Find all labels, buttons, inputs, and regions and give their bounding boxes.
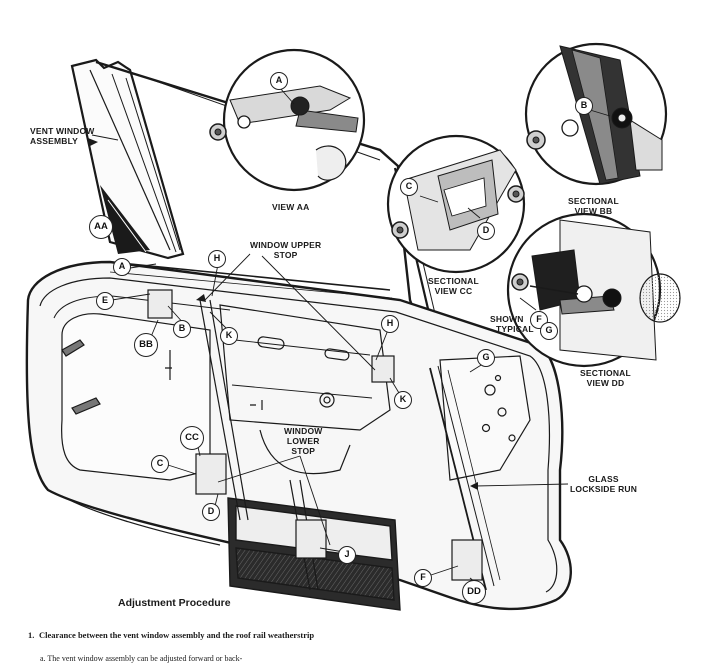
callout-aa: AA bbox=[89, 215, 113, 239]
callout-h-right: H bbox=[381, 315, 399, 333]
view-aa-detail bbox=[209, 48, 366, 192]
callout-b: B bbox=[173, 320, 191, 338]
callout-g: G bbox=[477, 349, 495, 367]
callout-d: D bbox=[202, 503, 220, 521]
step-1a-text: a. The vent window assembly can be adjus… bbox=[40, 654, 243, 663]
view-arrows bbox=[88, 138, 478, 490]
sectional-view-cc-detail bbox=[386, 134, 526, 274]
callout-h-left: H bbox=[208, 250, 226, 268]
callout-cc: CC bbox=[180, 426, 204, 450]
callout-a-view: A bbox=[270, 72, 288, 90]
leader-lines bbox=[91, 134, 569, 587]
callout-b-view: B bbox=[575, 97, 593, 115]
adjustment-procedure-heading: Adjustment Procedure bbox=[118, 597, 231, 609]
regulator-mechanism bbox=[61, 289, 483, 591]
callout-a: A bbox=[113, 258, 131, 276]
callout-j: J bbox=[338, 546, 356, 564]
callout-c-view: C bbox=[400, 178, 418, 196]
view-aa-label: VIEW AA bbox=[272, 202, 310, 212]
view-aa-indicator bbox=[100, 185, 150, 254]
callout-bb: BB bbox=[134, 333, 158, 357]
sectional-view-dd-detail bbox=[506, 212, 681, 368]
inner-panel bbox=[61, 304, 531, 481]
callout-c: C bbox=[151, 455, 169, 473]
callout-e: E bbox=[96, 292, 114, 310]
callout-k-right: K bbox=[394, 391, 412, 409]
sectional-view-bb-detail bbox=[524, 42, 668, 186]
callout-dd: DD bbox=[462, 580, 486, 604]
step-1-number: 1. bbox=[28, 630, 35, 640]
callout-g-view: G bbox=[540, 322, 558, 340]
step-1-text: Clearance between the vent window assemb… bbox=[39, 630, 315, 640]
callout-k-left: K bbox=[220, 327, 238, 345]
callout-d-view: D bbox=[477, 222, 495, 240]
callout-f: F bbox=[414, 569, 432, 587]
